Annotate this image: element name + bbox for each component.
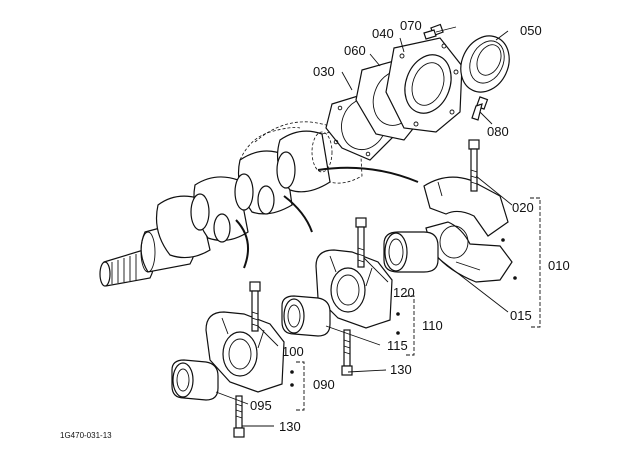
callout-130-middle: 130 <box>390 362 412 377</box>
assembly-arc-front <box>235 219 250 269</box>
main-bearing-case-110 <box>315 249 393 329</box>
callout-040: 040 <box>372 26 394 41</box>
crankshaft <box>99 121 363 287</box>
callout-130-front: 130 <box>279 419 301 434</box>
oil-seal-050 <box>460 35 510 93</box>
assembly-arc-rear <box>317 166 419 183</box>
callout-060: 060 <box>344 43 366 58</box>
screw-080 <box>471 96 489 121</box>
callout-030: 030 <box>313 64 335 79</box>
bearing-115 <box>281 295 331 337</box>
assembly-arc-middle <box>283 195 313 233</box>
callout-100: 100 <box>282 344 304 359</box>
callout-090: 090 <box>313 377 335 392</box>
callout-120: 120 <box>393 285 415 300</box>
bolt-130-middle <box>341 329 353 376</box>
callout-015: 015 <box>510 308 532 323</box>
bolt-020 <box>468 139 480 192</box>
bearing-095 <box>171 359 219 401</box>
bracket-090 <box>296 361 305 411</box>
leader-lines <box>215 26 513 427</box>
bearing-015 <box>383 231 439 273</box>
figure-id: 1G470-031-13 <box>60 431 112 440</box>
callout-115: 115 <box>387 338 408 353</box>
callout-050: 050 <box>520 23 542 38</box>
reference-dots <box>290 238 517 387</box>
callout-010: 010 <box>548 258 570 273</box>
callout-080: 080 <box>487 124 509 139</box>
callout-070: 070 <box>400 18 422 33</box>
screw-070 <box>423 23 444 40</box>
bracket-110 <box>405 295 415 356</box>
callout-110: 110 <box>422 318 443 333</box>
bolt-130-front <box>233 395 245 438</box>
callout-095: 095 <box>250 398 272 413</box>
main-bearing-case-010 <box>423 176 513 283</box>
bolt-120 <box>355 217 367 268</box>
bolt-100 <box>249 281 261 332</box>
bearing-case-040 <box>385 37 463 133</box>
callout-020: 020 <box>512 200 534 215</box>
bracket-010 <box>530 197 541 328</box>
